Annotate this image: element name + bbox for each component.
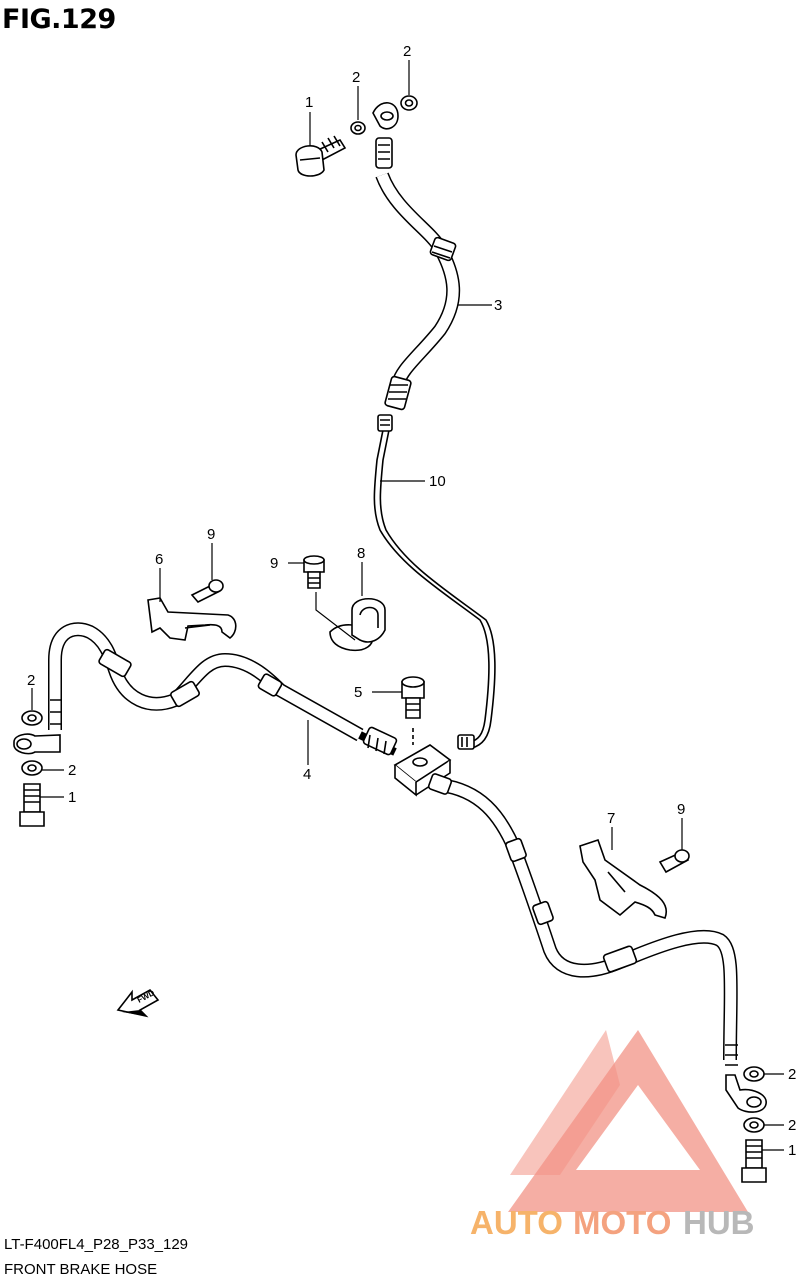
left-banjo (13, 710, 61, 827)
callout-brake-pipe: 10 (429, 473, 446, 490)
callout-washer-left-lower: 2 (68, 762, 76, 779)
leader-lines (31, 60, 784, 1151)
brake-pipe (373, 414, 496, 750)
figure-title: FIG.129 (2, 4, 116, 35)
joint-bolt (401, 676, 425, 719)
callout-washer-top-left: 2 (352, 69, 360, 86)
callout-washer-right-lower: 2 (788, 1117, 796, 1134)
callout-front-hose: 4 (303, 766, 311, 783)
callout-washer-left-upper: 2 (27, 672, 35, 689)
callout-right-bracket: 7 (607, 810, 615, 827)
clamp-bolt (303, 555, 325, 589)
callout-upper-hose: 3 (494, 297, 502, 314)
callout-union-bolt-right: 1 (788, 1142, 796, 1159)
callout-union-bolt-top: 1 (305, 94, 313, 111)
callout-bracket-bolt-right: 9 (677, 801, 685, 818)
callout-hose-clamp: 8 (357, 545, 365, 562)
left-bracket (147, 579, 237, 641)
callout-union-bolt-left: 1 (68, 789, 76, 806)
watermark-auto: AUTO (470, 1204, 563, 1241)
top-washers (350, 95, 418, 135)
callout-bracket-bolt-left: 9 (207, 526, 215, 543)
right-bracket (579, 838, 690, 919)
watermark-logo (508, 1030, 748, 1212)
watermark-moto: MOTO (573, 1204, 671, 1241)
front-brake-hose-right (427, 773, 738, 1066)
diagram-code: LT-F400FL4_P28_P33_129 (4, 1236, 189, 1253)
front-brake-hose-left (48, 622, 398, 756)
callout-clamp-bolt: 9 (270, 555, 278, 572)
forward-arrow-icon (116, 988, 160, 1018)
callout-washer-top-right: 2 (403, 43, 411, 60)
watermark-hub: HUB (683, 1204, 755, 1241)
diagram-caption: FRONT BRAKE HOSE (4, 1261, 158, 1278)
three-way-joint (393, 728, 452, 797)
upper-brake-hose (372, 102, 461, 411)
callout-joint-bolt: 5 (354, 684, 362, 701)
top-union-bolt (295, 135, 347, 177)
hose-clamp (329, 597, 386, 652)
right-banjo (725, 1066, 767, 1183)
callout-left-bracket: 6 (155, 551, 163, 568)
callout-washer-right-upper: 2 (788, 1066, 796, 1083)
